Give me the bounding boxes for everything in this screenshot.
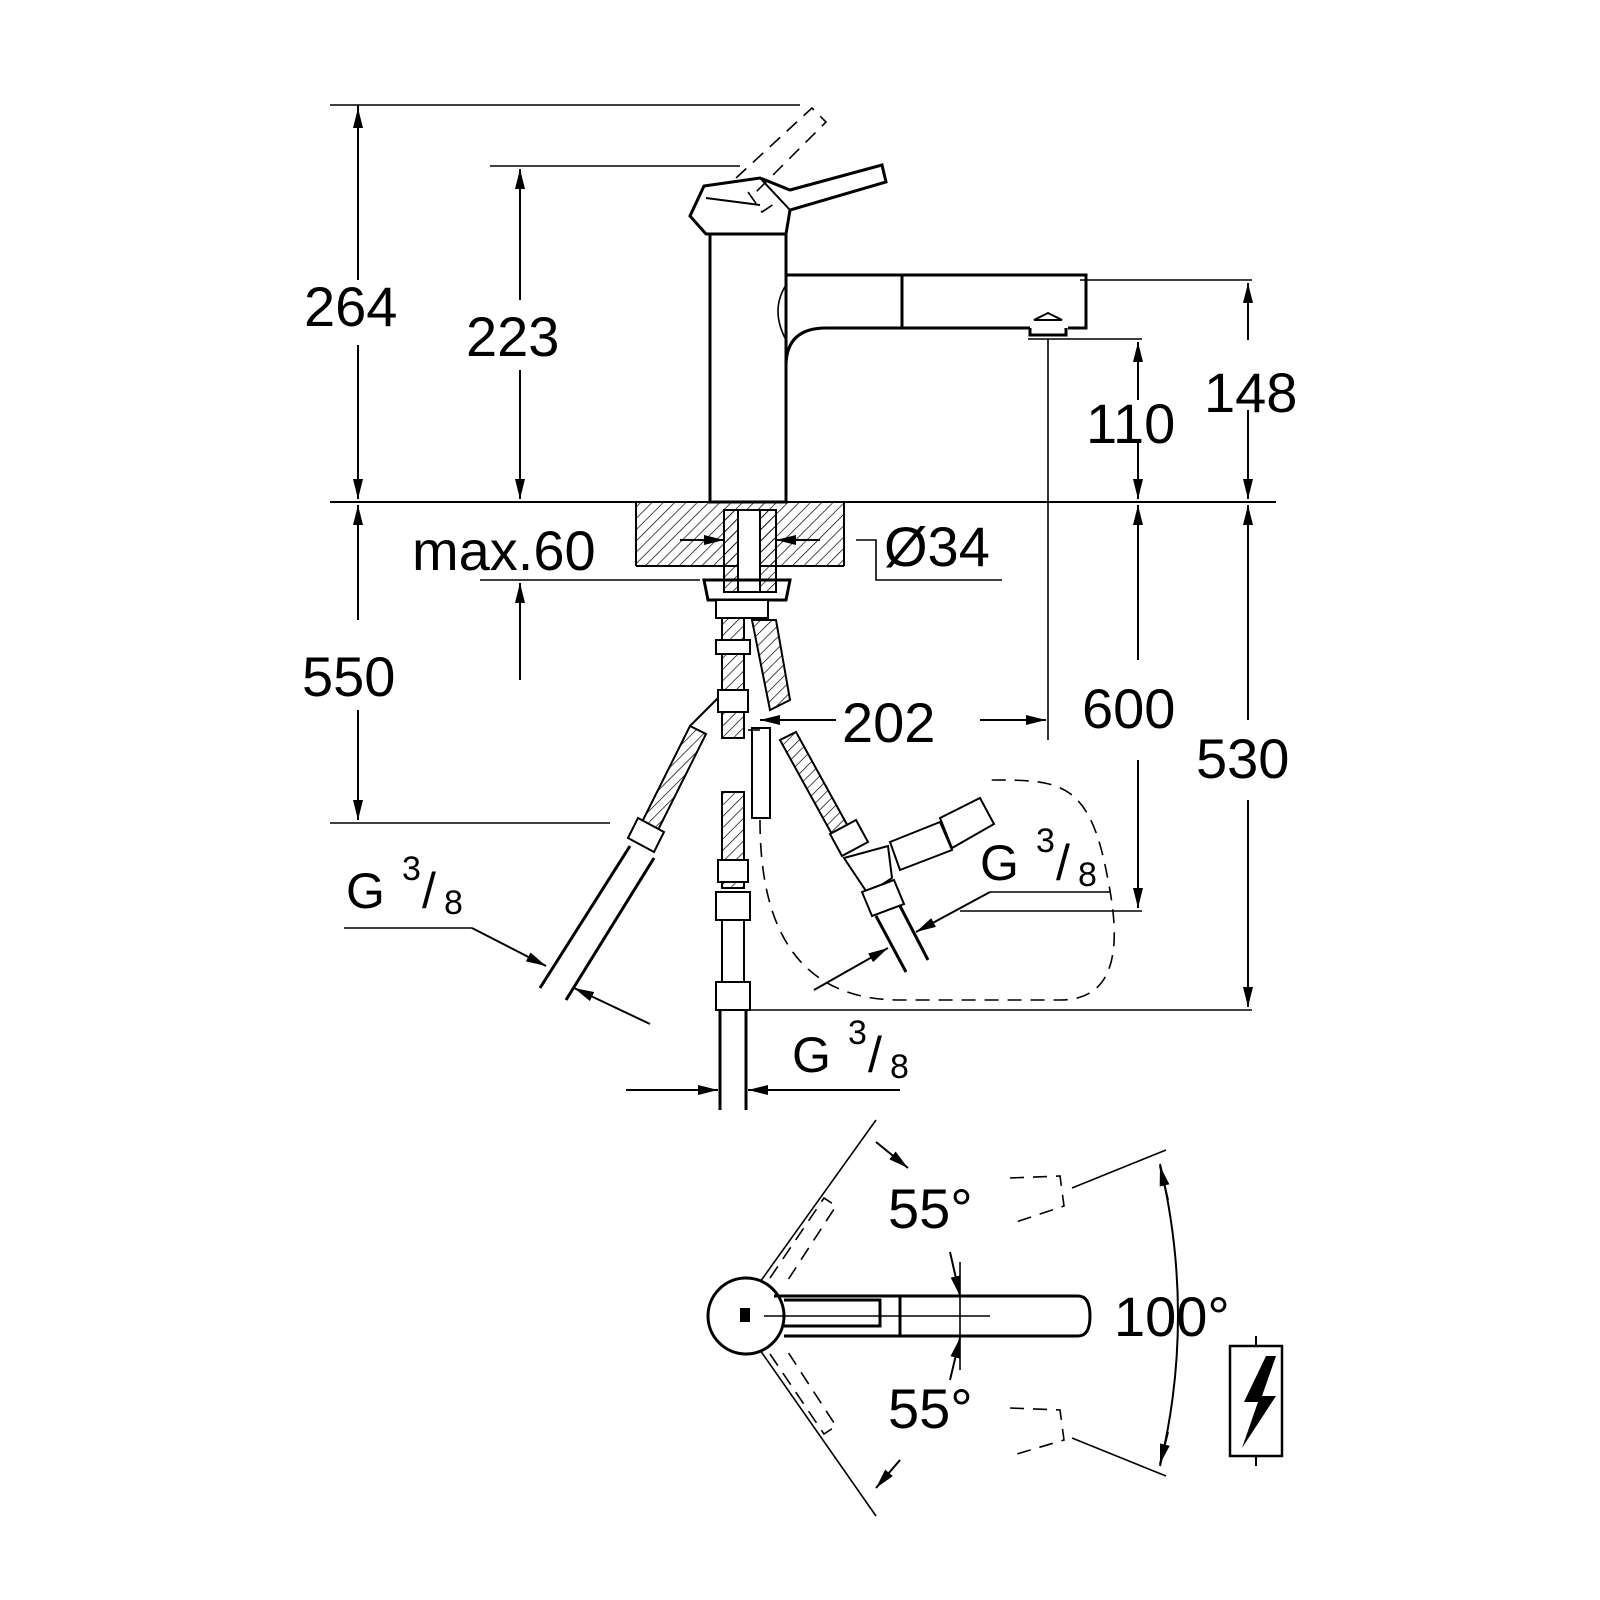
dim-223-label: 223 xyxy=(466,305,559,368)
pullout-hose-loop xyxy=(759,779,1116,1001)
dim-264-label: 264 xyxy=(304,275,397,338)
thread-right-num: 3 xyxy=(1036,822,1055,860)
left-hose xyxy=(538,697,719,1001)
thread-bottom-slash: / xyxy=(868,1027,882,1083)
faucet-body xyxy=(708,232,1088,504)
thread-left-num: 3 xyxy=(402,850,421,888)
diameter-leader xyxy=(856,539,1002,581)
dim-hole-diameter-label: Ø34 xyxy=(884,515,990,578)
right-hose xyxy=(778,730,996,973)
lever-handle xyxy=(688,163,888,236)
thread-bottom-den: 8 xyxy=(890,1048,909,1086)
dim-550-label: 550 xyxy=(302,645,395,708)
thread-right-leader xyxy=(813,891,1110,991)
angle-arrows xyxy=(875,1141,1179,1489)
thread-label-right: G 3 / 8 xyxy=(980,822,1097,894)
side-view xyxy=(330,104,1276,1110)
dim-600-label: 600 xyxy=(1082,677,1175,740)
thread-right-slash: / xyxy=(1056,835,1070,891)
angle-total-label: 100° xyxy=(1114,1285,1230,1348)
thread-bottom-base: G xyxy=(792,1027,831,1083)
top-view: 55° 55° 100° xyxy=(706,1119,1230,1517)
dimension-labels: 264 223 110 148 max.60 Ø34 550 202 600 5… xyxy=(302,275,1297,790)
thread-right-base: G xyxy=(980,835,1019,891)
dim-202-label: 202 xyxy=(842,691,935,754)
thread-left-den: 8 xyxy=(444,884,463,922)
dim-202-arrows xyxy=(748,715,1046,731)
thread-label-bottom: G 3 / 8 xyxy=(792,1014,909,1086)
thread-left-base: G xyxy=(346,863,385,919)
thread-right-den: 8 xyxy=(1078,856,1097,894)
dim-110-label: 110 xyxy=(1086,392,1175,455)
thread-left-leader xyxy=(344,927,651,1025)
swivel-dashed-positions xyxy=(769,1175,1065,1457)
angle-upper-label: 55° xyxy=(888,1177,973,1240)
dim-148-label: 148 xyxy=(1204,361,1297,424)
mounting-shank xyxy=(702,509,792,619)
thread-left-slash: / xyxy=(422,863,436,919)
thread-label-left: G 3 / 8 xyxy=(346,850,463,922)
angle-lower-label: 55° xyxy=(888,1377,973,1440)
lightning-bolt-icon xyxy=(1228,1336,1284,1466)
dim-max-thickness-label: max.60 xyxy=(412,519,596,582)
central-hoses xyxy=(715,617,792,1110)
lever-raised-position xyxy=(735,106,828,214)
dim-530-label: 530 xyxy=(1196,727,1289,790)
extension-lines xyxy=(330,104,1252,1011)
thread-bottom-num: 3 xyxy=(848,1014,867,1052)
